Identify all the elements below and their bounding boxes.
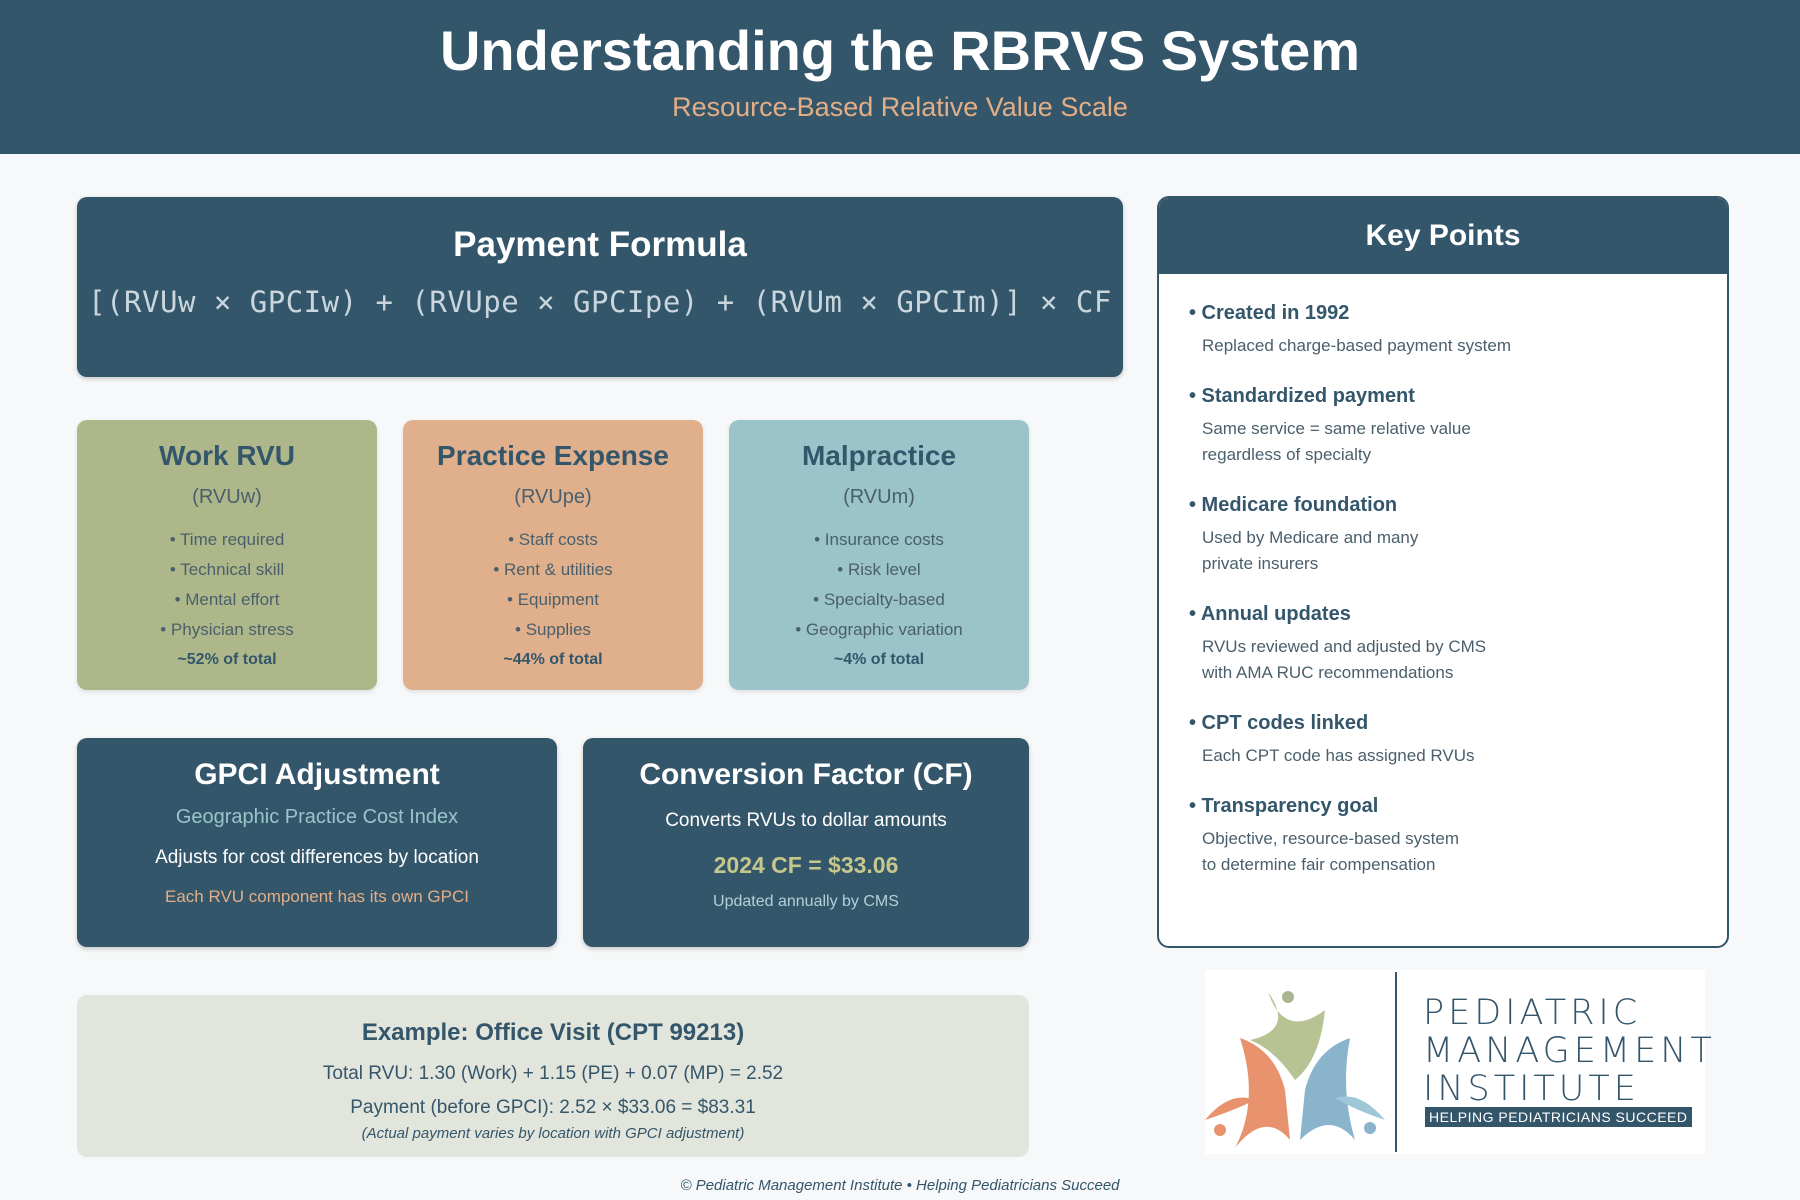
key-point-desc: Same service = same relative value regar… [1202, 419, 1471, 464]
list-item: • Technical skill [169, 560, 285, 579]
card-share: ~52% of total [177, 651, 277, 668]
card-title: Malpractice [801, 440, 957, 471]
logo-divider [1395, 972, 1397, 1152]
logo-line2: MANAGEMENT [1423, 1031, 1716, 1071]
malpractice-card: Malpractice (RVUm) • Insurance costs • Ri… [729, 420, 1029, 690]
gpci-description: Adjusts for cost differences by location [155, 847, 479, 868]
card-abbr: (RVUw) [192, 486, 262, 508]
key-point-title: • Annual updates [1189, 603, 1351, 625]
key-point-title: • CPT codes linked [1189, 712, 1369, 734]
example-panel: Example: Office Visit (CPT 99213) Total … [77, 995, 1029, 1157]
card-title: Work RVU [159, 440, 295, 471]
gpci-title: GPCI Adjustment [194, 758, 440, 791]
list-item: • Staff costs [508, 530, 598, 549]
gpci-note: Each RVU component has its own GPCI [165, 887, 469, 906]
key-point-desc: RVUs reviewed and adjusted by CMS with A… [1202, 637, 1487, 682]
key-point-title: • Created in 1992 [1189, 302, 1350, 324]
example-total-rvu: Total RVU: 1.30 (Work) + 1.15 (PE) + 0.0… [322, 1063, 784, 1084]
formula-title: Payment Formula [453, 225, 747, 264]
list-item: • Rent & utilities [493, 560, 613, 579]
logo-line3: INSTITUTE [1423, 1069, 1640, 1109]
pmi-logo-icon [1205, 991, 1385, 1148]
formula-expression: [(RVUw × GPCIw) + (RVUpe × GPCIpe) + (RV… [88, 285, 1112, 319]
list-item: • Time required [169, 530, 285, 549]
list-item: • Geographic variation [795, 620, 963, 639]
list-item: • Supplies [515, 620, 591, 639]
cf-value: 2024 CF = $33.06 [713, 852, 899, 878]
cf-note: Updated annually by CMS [713, 893, 899, 910]
list-item: • Specialty-based [813, 590, 945, 609]
pmi-logo: PEDIATRIC MANAGEMENT INSTITUTE HELPING P… [1205, 970, 1712, 1154]
gpci-panel: GPCI Adjustment Geographic Practice Cost… [77, 738, 557, 947]
key-point-title: • Medicare foundation [1189, 494, 1398, 516]
card-abbr: (RVUpe) [514, 486, 592, 508]
list-item: • Equipment [507, 590, 599, 609]
card-share: ~4% of total [833, 651, 925, 668]
gpci-subtitle: Geographic Practice Cost Index [175, 806, 459, 828]
key-point-desc: Objective, resource-based system to dete… [1202, 829, 1459, 874]
payment-formula-panel: Payment Formula [(RVUw × GPCIw) + (RVUpe… [77, 197, 1123, 377]
page-title: Understanding the RBRVS System [439, 19, 1361, 82]
logo-line1: PEDIATRIC [1423, 993, 1642, 1033]
example-payment: Payment (before GPCI): 2.52 × $33.06 = $… [350, 1097, 756, 1118]
key-points-title: Key Points [1159, 198, 1727, 274]
cf-description: Converts RVUs to dollar amounts [665, 810, 947, 831]
card-title: Practice Expense [437, 440, 669, 471]
example-note: (Actual payment varies by location with … [361, 1125, 745, 1142]
conversion-factor-panel: Conversion Factor (CF) Converts RVUs to … [583, 738, 1029, 947]
card-abbr: (RVUm) [843, 486, 915, 508]
list-item: • Mental effort [174, 590, 280, 609]
example-title: Example: Office Visit (CPT 99213) [361, 1019, 745, 1046]
header: Understanding the RBRVS System Resource-… [0, 0, 1800, 154]
key-point-desc: Each CPT code has assigned RVUs [1202, 746, 1475, 765]
card-share: ~44% of total [503, 651, 603, 668]
list-item: • Risk level [837, 560, 921, 579]
practice-expense-card: Practice Expense (RVUpe) • Staff costs • … [403, 420, 703, 690]
list-item: • Physician stress [160, 620, 294, 639]
page-subtitle: Resource-Based Relative Value Scale [672, 92, 1128, 122]
footer: © Pediatric Management Institute • Helpi… [680, 1177, 1120, 1194]
key-point-desc: Used by Medicare and many private insure… [1202, 528, 1419, 573]
work-rvu-card: Work RVU (RVUw) • Time required • Technic… [77, 420, 377, 690]
key-point-title: • Standardized payment [1189, 385, 1415, 407]
key-point-title: • Transparency goal [1189, 795, 1379, 817]
logo-tagline: HELPING PEDIATRICIANS SUCCEED [1425, 1107, 1692, 1127]
list-item: • Insurance costs [814, 530, 944, 549]
key-point-desc: Replaced charge-based payment system [1202, 336, 1511, 355]
cf-title: Conversion Factor (CF) [639, 758, 973, 791]
